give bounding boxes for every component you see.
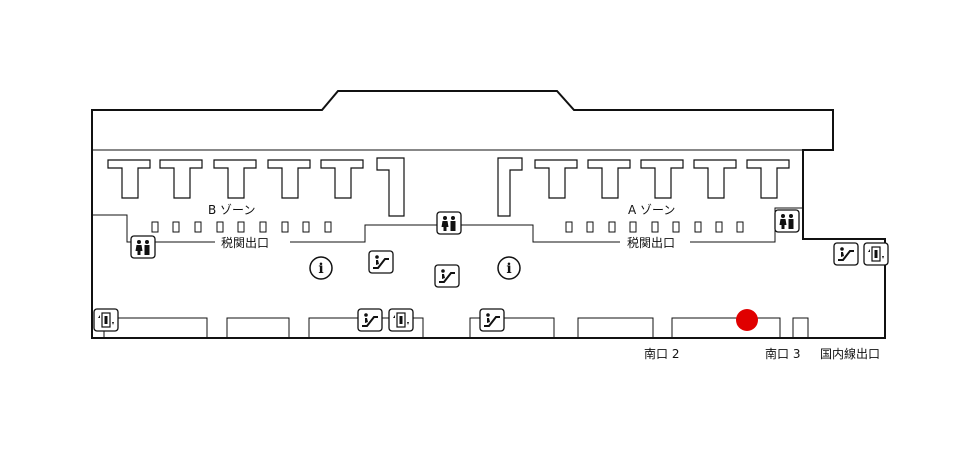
customs-exit-b-label: 税関出口 (221, 236, 269, 250)
escalator-icon (357, 308, 383, 332)
exit-south-2-label: 南口 2 (644, 346, 679, 361)
information-icon: i (309, 256, 333, 280)
escalator-icon (833, 242, 859, 266)
boarding-bridges-b (107, 157, 405, 217)
restroom-icon (130, 235, 156, 259)
elevator-icon (388, 308, 414, 332)
escalator-icon (368, 250, 394, 274)
restroom-icon (436, 211, 462, 235)
svg-text:i: i (318, 261, 323, 277)
ground-floor-shops (103, 317, 809, 339)
baggage-counters-b (151, 221, 332, 233)
current-location-marker (736, 309, 758, 331)
zone-a-label: A ゾーン (628, 203, 675, 217)
baggage-counters-a (565, 221, 744, 233)
elevator-icon (93, 308, 119, 332)
building-outline (91, 90, 886, 339)
svg-text:i: i (506, 261, 511, 277)
boarding-bridges-a (497, 157, 790, 217)
customs-exit-a-label: 税関出口 (627, 236, 675, 250)
restroom-icon (774, 209, 800, 233)
escalator-icon (434, 264, 460, 288)
information-icon: i (497, 256, 521, 280)
escalator-icon (479, 308, 505, 332)
exit-south-3-label: 南口 3 (765, 346, 800, 361)
zone-b-label: B ゾーン (208, 203, 255, 217)
exit-domestic-label: 国内線出口 (820, 346, 880, 361)
elevator-icon (863, 242, 889, 266)
